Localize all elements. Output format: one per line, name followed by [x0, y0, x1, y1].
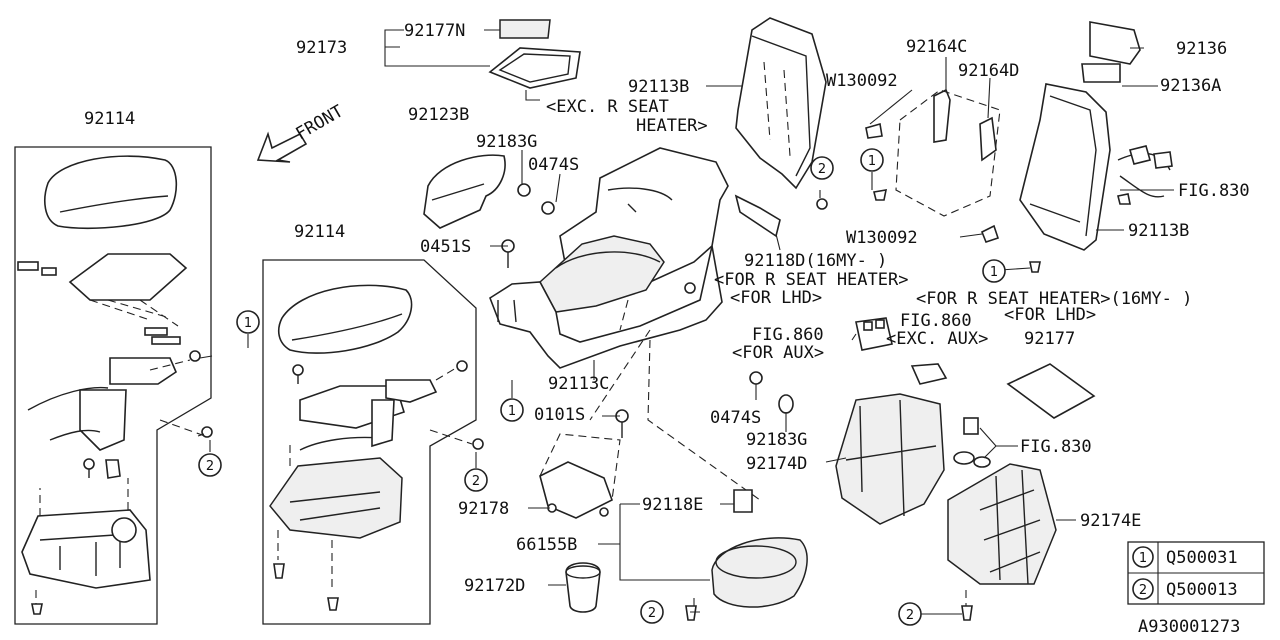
label-92177N: 92177N	[404, 21, 465, 41]
label-92174E: 92174E	[1080, 511, 1141, 531]
front-arrow	[256, 131, 308, 163]
label-92114-left: 92114	[84, 109, 135, 129]
svg-text:1: 1	[244, 316, 252, 331]
label-W130092-top: W130092	[826, 71, 898, 91]
label-diagram-id: A930001273	[1138, 617, 1240, 637]
label-92173: 92173	[296, 38, 347, 58]
label-92177: 92177	[1024, 329, 1075, 349]
callout-1-c: 1	[860, 148, 884, 172]
label-for-r-seat-heater: <FOR R SEAT HEATER>	[714, 270, 908, 290]
console-side-panel-right	[980, 21, 1173, 273]
svg-text:2: 2	[472, 474, 480, 489]
svg-text:2: 2	[206, 459, 214, 474]
aux-switch	[855, 317, 948, 385]
callout-1-a: 1	[236, 310, 260, 334]
armrest-assembly-mid	[262, 259, 484, 625]
label-exc-r-seat: <EXC. R SEAT	[546, 97, 669, 117]
label-front: FRONT	[293, 101, 347, 144]
label-92118E: 92118E	[642, 495, 703, 515]
label-92118D: 92118D(16MY- )	[744, 251, 887, 271]
center-console-body	[489, 147, 761, 501]
label-fig860-b: FIG.860	[900, 311, 972, 331]
console-side-panel-top	[735, 17, 827, 190]
top-tray	[488, 19, 581, 89]
callout-2-e: 2	[898, 602, 922, 626]
storage-box-92174E	[947, 417, 1057, 585]
part-labels: 92177N 92173 92114 92114 FRONT 92123B 92…	[84, 21, 1250, 637]
svg-text:2: 2	[1139, 583, 1147, 598]
label-0474S-top: 0474S	[528, 155, 579, 175]
armrest-base-mid	[269, 457, 403, 539]
label-92172D: 92172D	[464, 576, 525, 596]
svg-text:1: 1	[508, 404, 516, 419]
svg-text:2: 2	[818, 162, 826, 177]
label-92136A: 92136A	[1160, 76, 1221, 96]
label-fig830-top: FIG.830	[1178, 181, 1250, 201]
label-0474S-bot: 0474S	[710, 408, 761, 428]
label-W130092-bot: W130092	[846, 228, 918, 248]
label-92114-mid: 92114	[294, 222, 345, 242]
mat-92177	[1006, 363, 1096, 419]
callout-1-d: 1	[982, 259, 1006, 283]
svg-text:1: 1	[1139, 551, 1147, 566]
label-fig830-bot: FIG.830	[1020, 437, 1092, 457]
callout-2-c: 2	[810, 156, 834, 180]
label-92174D: 92174D	[746, 454, 807, 474]
callout-2-a: 2	[198, 453, 222, 477]
svg-text:2: 2	[648, 606, 656, 621]
callout-2-b: 2	[464, 468, 488, 492]
cup-holder-tray	[565, 489, 808, 621]
label-for-r-seat-heater-16: <FOR R SEAT HEATER>(16MY- )	[916, 289, 1192, 309]
svg-text:Q500031: Q500031	[1166, 548, 1238, 568]
label-for-lhd-1: <FOR LHD>	[730, 288, 822, 308]
armrest-lid-mid	[277, 284, 413, 354]
label-92164D: 92164D	[958, 61, 1019, 81]
label-66155B: 66155B	[516, 535, 577, 555]
label-92164C: 92164C	[906, 37, 967, 57]
svg-text:2: 2	[906, 608, 914, 623]
legend: 1 Q500031 2 Q500013	[1127, 541, 1265, 605]
clip-92118D	[734, 194, 828, 238]
label-92178: 92178	[458, 499, 509, 519]
label-92183G-top: 92183G	[476, 132, 537, 152]
label-heater: HEATER>	[636, 116, 708, 136]
label-92113C: 92113C	[548, 374, 609, 394]
storage-box-92174D	[835, 393, 945, 525]
svg-text:1: 1	[868, 154, 876, 169]
label-92136: 92136	[1176, 39, 1227, 59]
label-92113B-top: 92113B	[628, 77, 689, 97]
svg-text:1: 1	[990, 265, 998, 280]
label-for-aux: <FOR AUX>	[732, 343, 824, 363]
label-0101S: 0101S	[534, 405, 585, 425]
bracket-92178	[539, 433, 621, 519]
label-92183G-bot: 92183G	[746, 430, 807, 450]
armrest-assembly-left	[14, 146, 213, 625]
leader-lines	[197, 29, 1174, 615]
svg-text:Q500013: Q500013	[1166, 580, 1238, 600]
legend-row-2: 2 Q500013	[1132, 578, 1238, 600]
callout-2-d: 2	[640, 600, 664, 624]
label-92113B-right: 92113B	[1128, 221, 1189, 241]
label-0451S: 0451S	[420, 237, 471, 257]
label-exc-aux: <EXC. AUX>	[886, 329, 988, 349]
callout-1-b: 1	[500, 398, 524, 422]
label-92123B: 92123B	[408, 105, 469, 125]
label-for-lhd-2: <FOR LHD>	[1004, 305, 1096, 325]
fasteners	[501, 183, 973, 621]
label-fig860-a: FIG.860	[752, 325, 824, 345]
bracket-92164	[865, 88, 1001, 217]
armrest-lid-left	[44, 155, 178, 230]
console-side-cover	[423, 154, 506, 229]
legend-row-1: 1 Q500031	[1132, 546, 1238, 568]
